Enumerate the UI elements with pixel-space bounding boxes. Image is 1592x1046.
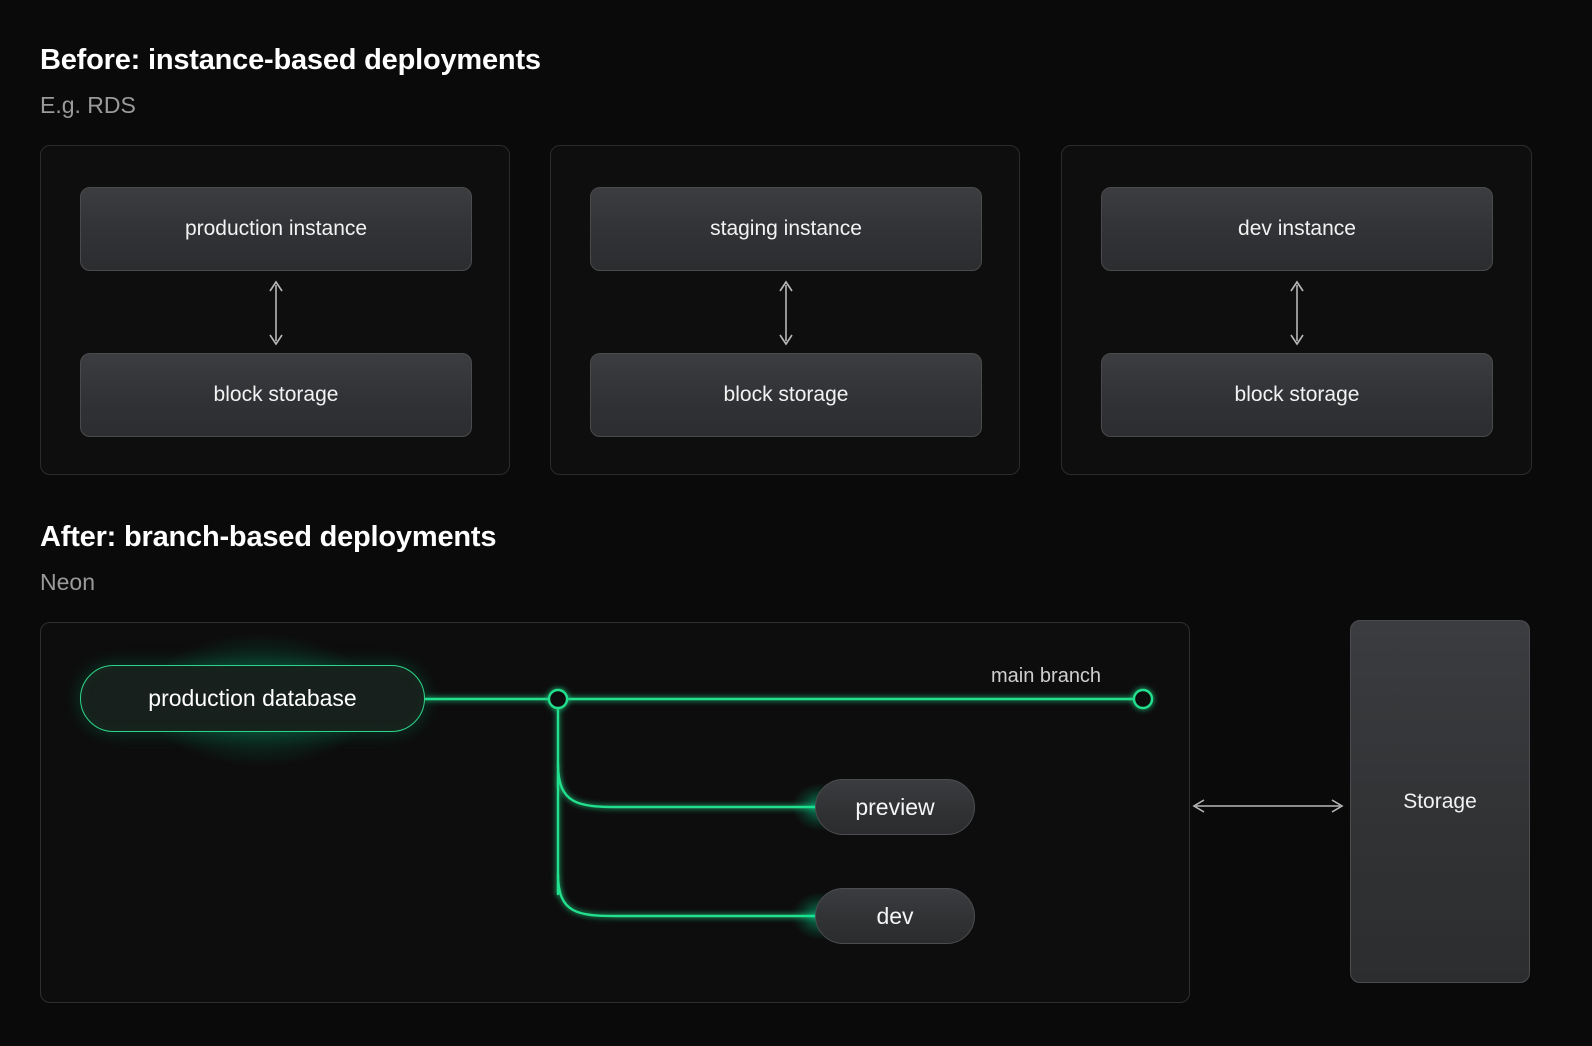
box-staging-block-storage: block storage bbox=[590, 353, 982, 437]
after-section-title: After: branch-based deployments bbox=[40, 521, 497, 553]
before-section-title: Before: instance-based deployments bbox=[40, 44, 541, 76]
box-staging-instance: staging instance bbox=[590, 187, 982, 271]
branch-pill-preview[interactable]: preview bbox=[815, 779, 975, 835]
before-section-subtitle: E.g. RDS bbox=[40, 92, 136, 118]
storage-box: Storage bbox=[1350, 620, 1530, 983]
box-dev-instance: dev instance bbox=[1101, 187, 1493, 271]
connector-arrow-staging bbox=[776, 279, 796, 347]
before-panel-staging: staging instance block storage bbox=[550, 145, 1020, 475]
storage-connector-arrow bbox=[1190, 795, 1346, 817]
before-panel-dev: dev instance block storage bbox=[1061, 145, 1532, 475]
after-section-subtitle: Neon bbox=[40, 569, 95, 595]
connector-arrow-dev bbox=[1287, 279, 1307, 347]
before-panel-production: production instance block storage bbox=[40, 145, 510, 475]
production-database-node[interactable]: production database bbox=[80, 665, 425, 732]
box-dev-block-storage: block storage bbox=[1101, 353, 1493, 437]
branch-graph bbox=[40, 622, 1190, 1003]
box-production-block-storage: block storage bbox=[80, 353, 472, 437]
main-branch-label: main branch bbox=[991, 665, 1102, 687]
box-production-instance: production instance bbox=[80, 187, 472, 271]
connector-arrow-production bbox=[266, 279, 286, 347]
branch-pill-dev[interactable]: dev bbox=[815, 888, 975, 944]
